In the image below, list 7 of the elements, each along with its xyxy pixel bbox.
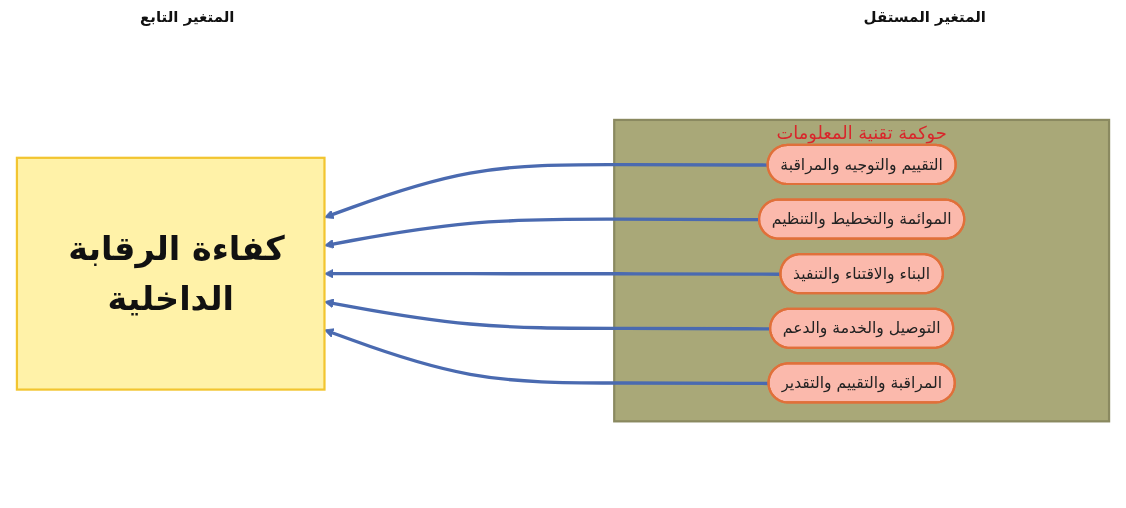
node-box: كفاءة الرقابة الداخلية [15,157,326,392]
column-heading: المتغير المستقل [863,8,986,28]
arrow [324,269,781,279]
arrow [324,217,760,250]
arrow [324,298,771,331]
arrow [324,328,770,386]
column-heading: المتغير التابع [140,8,235,28]
